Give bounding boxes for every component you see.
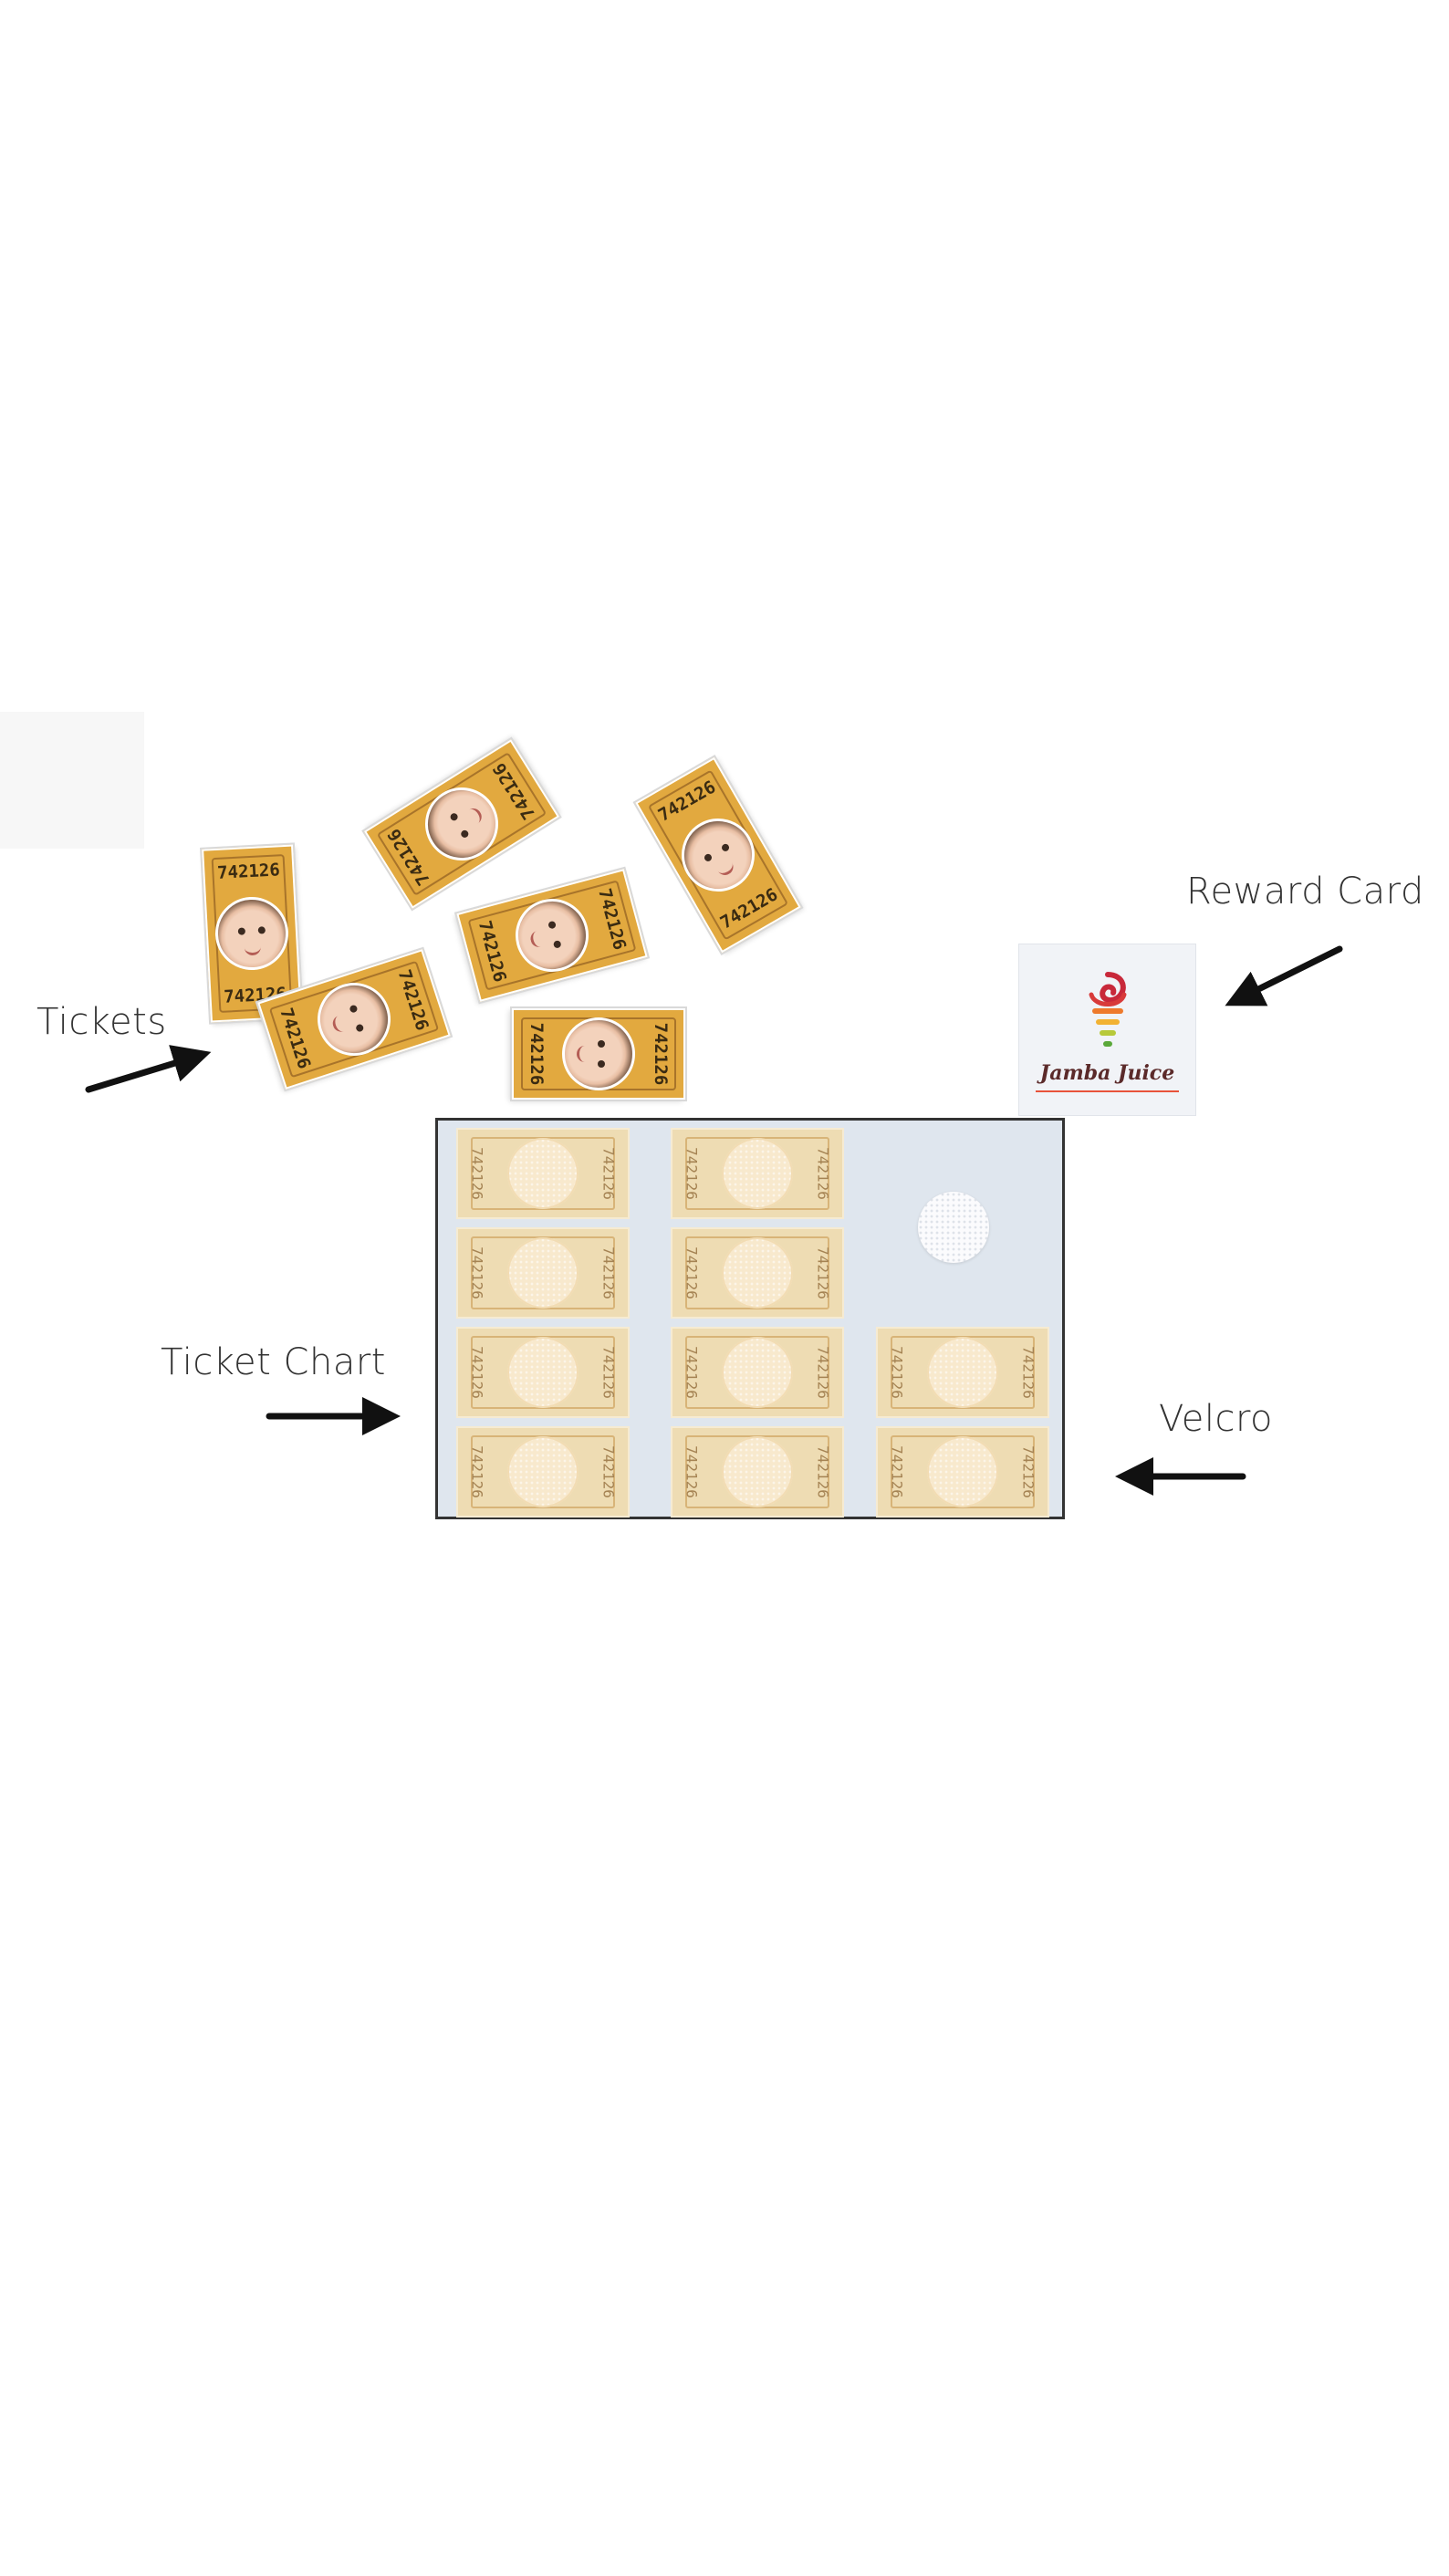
velcro-dot [722, 1237, 793, 1309]
arrow-to-tickets [85, 1045, 212, 1093]
velcro-dot [722, 1337, 793, 1408]
loose-ticket: 742126 742126 [635, 756, 801, 954]
chart-ticket-slot: 742126 742126 [456, 1426, 630, 1517]
loose-ticket: 742126 742126 [363, 739, 560, 909]
reward-brand: Jamba Juice [1039, 1061, 1175, 1085]
chart-ticket-slot: 742126 742126 [671, 1327, 844, 1418]
velcro-dot [507, 1237, 579, 1309]
velcro-dot [507, 1138, 579, 1209]
velcro-dot-empty [918, 1192, 989, 1263]
label-reward-card: Reward Card [1186, 871, 1424, 913]
jamba-juice-logo-icon [1089, 972, 1126, 1047]
velcro-dot [722, 1138, 793, 1209]
arrow-to-reward-card [1225, 945, 1343, 1006]
chart-ticket-slot: 742126 742126 [671, 1227, 844, 1319]
loose-ticket: 742126 742126 [512, 1008, 685, 1100]
label-ticket-chart: Ticket Chart [161, 1341, 386, 1383]
child-face-photo [562, 1017, 635, 1090]
chart-ticket-slot: 742126 742126 [876, 1426, 1049, 1517]
velcro-dot [927, 1436, 998, 1507]
velcro-dot [927, 1337, 998, 1408]
chart-ticket-slot: 742126 742126 [876, 1327, 1049, 1418]
label-tickets: Tickets [36, 1001, 167, 1043]
reward-card: Jamba Juice [1019, 944, 1195, 1115]
chart-ticket-slot: 742126 742126 [456, 1327, 630, 1418]
velcro-dot [507, 1337, 579, 1408]
ticket-chart: 742126 742126 742126 742126 742126 74212… [435, 1118, 1065, 1519]
background-patch [0, 712, 144, 849]
velcro-dot [507, 1436, 579, 1507]
velcro-dot [722, 1436, 793, 1507]
chart-ticket-slot: 742126 742126 [456, 1227, 630, 1319]
loose-ticket: 742126 742126 [456, 869, 648, 1002]
chart-ticket-slot: 742126 742126 [671, 1128, 844, 1219]
chart-ticket-slot: 742126 742126 [456, 1128, 630, 1219]
chart-ticket-slot: 742126 742126 [671, 1426, 844, 1517]
label-velcro: Velcro [1159, 1398, 1274, 1440]
